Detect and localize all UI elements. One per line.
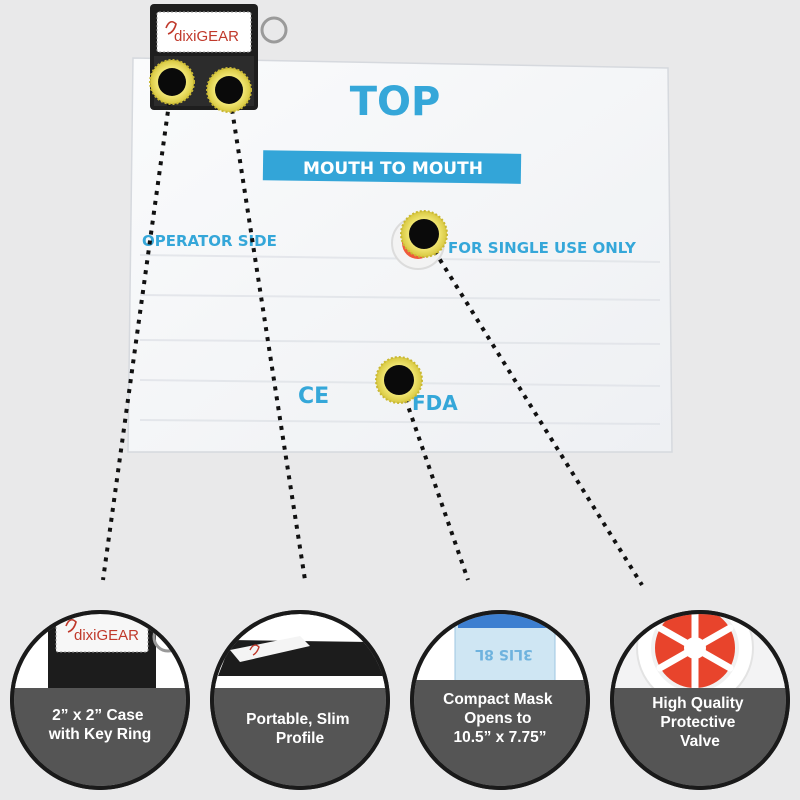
- feature-circle-mask: 3LIS 8L Compact Mask Opens to 10.5” x 7.…: [410, 610, 590, 790]
- key-ring: [260, 16, 288, 44]
- leader-lines: [101, 81, 644, 587]
- feature-mask-packet-text: 3LIS 8L: [475, 646, 533, 662]
- marker-profile: [206, 67, 252, 113]
- feature-profile-label: Portable, Slim Profile: [246, 711, 354, 747]
- feature-case-label: 2” x 2” Case with Key Ring: [48, 707, 151, 743]
- feature-valve-label: High Quality Protective Valve: [652, 695, 748, 750]
- sheet-banner-text: MOUTH TO MOUTH: [303, 159, 483, 179]
- marker-case: [149, 59, 195, 105]
- sheet-banner: [262, 150, 522, 184]
- feature-circle-valve: High Quality Protective Valve: [610, 610, 790, 790]
- leader-line-profile: [227, 89, 307, 581]
- mask-sheet: TOP MOUTH TO MOUTH OPERATOR SIDE FOR SIN…: [127, 57, 673, 453]
- feature-case-brand: dixiGEAR: [74, 627, 139, 644]
- sheet-operator-side: OPERATOR SIDE: [142, 232, 277, 250]
- sheet-fda-text: FDA: [412, 391, 458, 415]
- feature-mask-label: Compact Mask Opens to 10.5” x 7.75”: [443, 691, 557, 746]
- sheet-ce-mark: CE: [298, 384, 329, 409]
- leader-line-case: [101, 81, 174, 581]
- feature-circle-profile: Portable, Slim Profile: [210, 610, 390, 790]
- sheet-single-use: FOR SINGLE USE ONLY: [448, 239, 637, 257]
- marker-mask: [375, 356, 423, 404]
- feature-circle-case: dixiGEAR 2” x 2” Case with Key Ring: [10, 610, 190, 790]
- sheet-top-text: TOP: [350, 79, 441, 125]
- marker-valve: [400, 210, 448, 258]
- keychain-brand: dixiGEAR: [174, 28, 239, 45]
